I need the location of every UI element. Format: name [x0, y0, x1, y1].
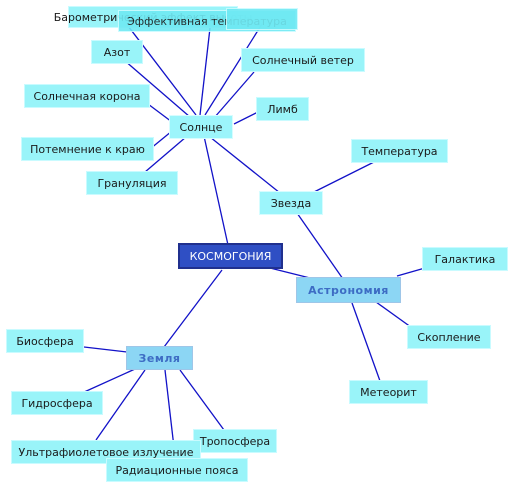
link-solntse-barometr — [124, 21, 197, 116]
node-astronomiya[interactable]: Астрономия — [296, 277, 401, 303]
node-radiatsionnye-poyasa[interactable]: Радиационные пояса — [106, 458, 248, 482]
link-zemlya-troposfera — [179, 369, 225, 431]
node-temperatura[interactable]: Температура — [351, 139, 448, 163]
link-zemlya-gidrosfera — [81, 368, 136, 394]
root-node[interactable]: КОСМОГОНИЯ — [178, 243, 283, 269]
node-biosfera[interactable]: Биосфера — [6, 329, 84, 353]
link-astronomiya-meteorit — [351, 302, 381, 382]
link-solntse-veter — [213, 71, 255, 119]
node-zemlya[interactable]: Земля — [126, 346, 193, 370]
node-potemnenie[interactable]: Потемнение к краю — [21, 137, 154, 161]
link-solntse-zvezda — [209, 136, 281, 194]
node-uf-izluchenie[interactable]: Ультрафиолетовое излучение — [11, 440, 201, 464]
node-limb[interactable]: Лимб — [256, 97, 309, 121]
node-zvezda[interactable]: Звезда — [259, 191, 323, 215]
link-root-solntse — [201, 126, 229, 246]
link-zvezda-astronomiya — [296, 212, 344, 280]
node-troposfera[interactable]: Тропосфера — [193, 429, 277, 453]
node-meteorit[interactable]: Метеорит — [349, 380, 428, 404]
node-gidrosfera[interactable]: Гидросфера — [11, 391, 103, 415]
link-solntse-temp-top — [204, 23, 263, 116]
node-skoplenie[interactable]: Скопление — [407, 325, 491, 349]
link-zemlya-uf — [95, 369, 146, 441]
node-galaktika[interactable]: Галактика — [422, 247, 508, 271]
link-solntse-effektivnaya — [199, 27, 211, 116]
link-zvezda-temperatura — [307, 159, 379, 196]
node-temperatura-top[interactable] — [226, 8, 298, 30]
node-solnechnaya-korona[interactable]: Солнечная корона — [24, 84, 150, 108]
node-solnechny-veter[interactable]: Солнечный ветер — [241, 48, 365, 72]
node-solntse[interactable]: Солнце — [169, 115, 233, 139]
node-granulyatsiya[interactable]: Грануляция — [86, 171, 178, 195]
link-root-astronomiya — [269, 267, 311, 279]
link-solntse-azot — [123, 59, 191, 118]
link-zemlya-biosfera — [83, 346, 128, 353]
node-azot[interactable]: Азот — [91, 40, 143, 64]
link-root-zemlya — [163, 269, 223, 348]
